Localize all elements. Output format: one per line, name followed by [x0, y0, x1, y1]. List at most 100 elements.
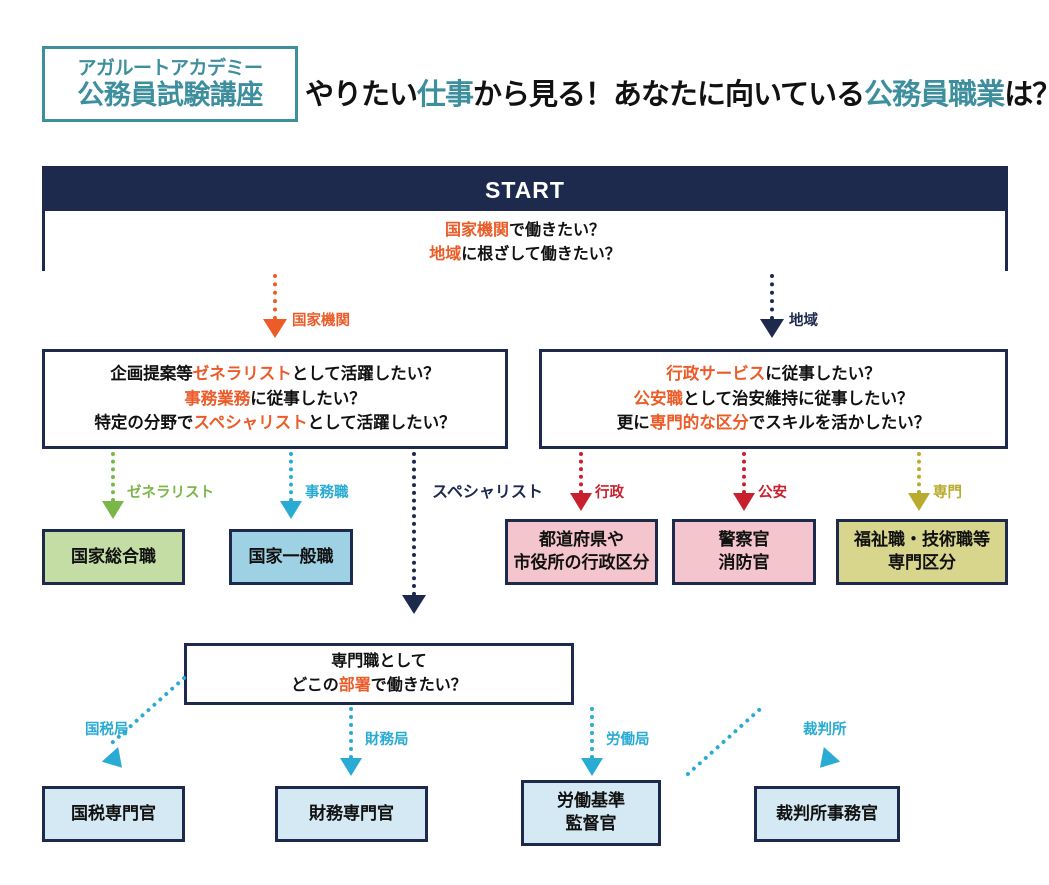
result-box-roudou-kijun-kantokukan: 労働基準 監督官 — [521, 780, 661, 846]
q-right-l2-post: として治安維持に従事したい？ — [682, 389, 914, 408]
connector-national-label: 国家機関 — [292, 313, 350, 329]
connector-national-arrow — [263, 319, 287, 338]
result-label: 国税専門官 — [71, 803, 156, 823]
q-left-l3-pre: 特定の分野で — [94, 414, 194, 433]
result-box-gyosei-kubun: 都道府県や 市役所の行政区分 — [505, 519, 658, 585]
connector-kouan-arrow — [733, 493, 755, 511]
connector-roudou-arrow — [581, 758, 603, 776]
q-right-l1-accent: 行政サービス — [666, 364, 766, 383]
connector-kouan-line — [742, 452, 746, 494]
q-right-l1-post: に従事したい？ — [765, 364, 881, 383]
result-box-keisatsu-shobo: 警察官 消防官 — [672, 519, 816, 585]
start-q1-accent: 国家機関 — [444, 221, 509, 239]
q-spec-line-2: どこの部署で働きたい？ — [291, 674, 467, 698]
connector-specialist-arrow — [402, 595, 426, 614]
result-box-kokuzei-senmonkan: 国税専門官 — [42, 786, 185, 842]
result-label-line-2: 監督官 — [565, 814, 617, 833]
q-right-line-3: 更に専門的な区分でスキルを活かしたい？ — [617, 411, 931, 436]
connector-roudou-line — [590, 707, 594, 759]
result-label-line-1: 都道府県や — [539, 530, 624, 550]
connector-roudou-label: 労働局 — [606, 732, 650, 748]
q-spec-l2-pre: どこの — [291, 677, 339, 694]
question-box-national: 企画提案等ゼネラリストとして活躍したい？ 事務業務に従事したい？ 特定の分野でス… — [42, 349, 508, 449]
connector-generalist-line — [111, 452, 115, 502]
q-left-l3-accent: スペシャリスト — [193, 414, 308, 433]
connector-specialist-line — [412, 452, 416, 596]
connector-gyosei-line — [579, 452, 583, 494]
headline-part-2: から見る！あなたに向いている — [473, 79, 865, 111]
q-left-l2-post: に従事したい？ — [250, 389, 366, 408]
connector-national-line — [273, 274, 277, 320]
result-box-saibansho-jimukan: 裁判所事務官 — [754, 786, 900, 842]
q-spec-l2-accent: 部署 — [338, 677, 371, 694]
q-left-l1-post: として活躍したい？ — [291, 364, 440, 383]
q-right-l3-accent: 専門的な区分 — [649, 414, 749, 433]
connector-gyosei-arrow — [570, 493, 592, 511]
connector-gyosei-label: 行政 — [595, 485, 624, 501]
result-label: 財務専門官 — [309, 803, 394, 823]
connector-regional-line — [770, 274, 774, 320]
headline-accent-2: 公務員職業 — [864, 79, 1005, 111]
connector-regional-arrow — [760, 319, 784, 338]
headline-part-1: やりたい — [305, 79, 418, 111]
q-right-line-1: 行政サービスに従事したい？ — [666, 362, 881, 387]
result-label: 国家総合職 — [71, 546, 156, 566]
result-box-zaimu-senmonkan: 財務専門官 — [275, 786, 428, 842]
start-question-2: 地域に根ざして働きたい？ — [429, 243, 621, 267]
q-left-l1-accent: ゼネラリスト — [192, 364, 292, 383]
start-q1-rest: で働きたい？ — [509, 221, 606, 239]
headline-part-3: は？ — [1004, 79, 1049, 111]
connector-saiban-label: 裁判所 — [803, 722, 847, 738]
connector-regional-label: 地域 — [789, 313, 818, 329]
result-label: 国家一般職 — [248, 546, 334, 566]
q-left-line-3: 特定の分野でスペシャリストとして活躍したい？ — [94, 411, 455, 436]
logo-line-1: アガルートアカデミー — [77, 58, 263, 80]
q-spec-l2-post: で働きたい？ — [370, 677, 467, 694]
connector-jimu-label: 事務職 — [305, 485, 349, 501]
logo-box: アガルートアカデミー 公務員試験講座 — [42, 46, 298, 122]
result-label-line-1: 福祉職・技術職等 — [854, 530, 990, 550]
question-box-regional: 行政サービスに従事したい？ 公安職として治安維持に従事したい？ 更に専門的な区分… — [539, 349, 1008, 449]
connector-saiban-arrow — [811, 746, 841, 776]
q-right-l3-post: でスキルを活かしたい？ — [748, 414, 931, 433]
connector-senmon-line — [917, 452, 921, 494]
connector-specialist-label: スペシャリスト — [432, 484, 543, 501]
q-left-l3-post: として活躍したい？ — [307, 414, 456, 433]
q-right-line-2: 公安職として治安維持に従事したい？ — [633, 387, 913, 412]
result-label-line-2: 市役所の行政区分 — [513, 553, 650, 572]
question-box-specialist: 専門職として どこの部署で働きたい？ — [184, 643, 574, 705]
result-label-line-1: 警察官 — [718, 530, 770, 550]
connector-kokuzei-label: 国税局 — [85, 722, 129, 738]
connector-zaimu-line — [349, 707, 353, 759]
connector-generalist-label: ゼネラリスト — [127, 485, 214, 501]
connector-senmon-arrow — [908, 493, 930, 511]
connector-kokuzei-arrow — [101, 746, 131, 776]
start-title: START — [45, 169, 1005, 211]
connector-zaimu-arrow — [340, 758, 362, 776]
q-left-line-1: 企画提案等ゼネラリストとして活躍したい？ — [110, 362, 440, 387]
start-box: START 国家機関で働きたい？ 地域に根ざして働きたい？ — [42, 166, 1008, 274]
result-box-senmon-kubun: 福祉職・技術職等 専門区分 — [836, 519, 1008, 585]
q-spec-line-1: 専門職として — [331, 653, 427, 670]
start-q2-rest: に根ざして働きたい？ — [461, 245, 621, 263]
result-label-line-1: 労働基準 — [557, 791, 625, 811]
start-questions: 国家機関で働きたい？ 地域に根ざして働きたい？ — [45, 211, 1005, 274]
connector-saiban-line — [685, 707, 762, 777]
result-box-kokka-ippan: 国家一般職 — [229, 529, 353, 585]
result-label-line-2: 消防官 — [718, 553, 770, 572]
connector-senmon-label: 専門 — [933, 485, 962, 501]
headline-accent-1: 仕事 — [417, 79, 474, 111]
connector-zaimu-label: 財務局 — [365, 732, 409, 748]
connector-jimu-arrow — [280, 501, 302, 519]
result-box-kokka-sogo: 国家総合職 — [42, 529, 185, 585]
q-right-l3-pre: 更に — [616, 414, 650, 433]
start-question-1: 国家機関で働きたい？ — [445, 219, 605, 243]
logo-line-2: 公務員試験講座 — [77, 79, 263, 110]
connector-kouan-label: 公安 — [758, 485, 787, 501]
connector-jimu-line — [289, 452, 293, 502]
q-left-l2-accent: 事務業務 — [184, 389, 251, 408]
q-right-l2-accent: 公安職 — [633, 389, 683, 408]
q-left-l1-pre: 企画提案等 — [110, 364, 193, 383]
result-label-line-2: 専門区分 — [888, 553, 956, 572]
connector-generalist-arrow — [102, 501, 124, 519]
